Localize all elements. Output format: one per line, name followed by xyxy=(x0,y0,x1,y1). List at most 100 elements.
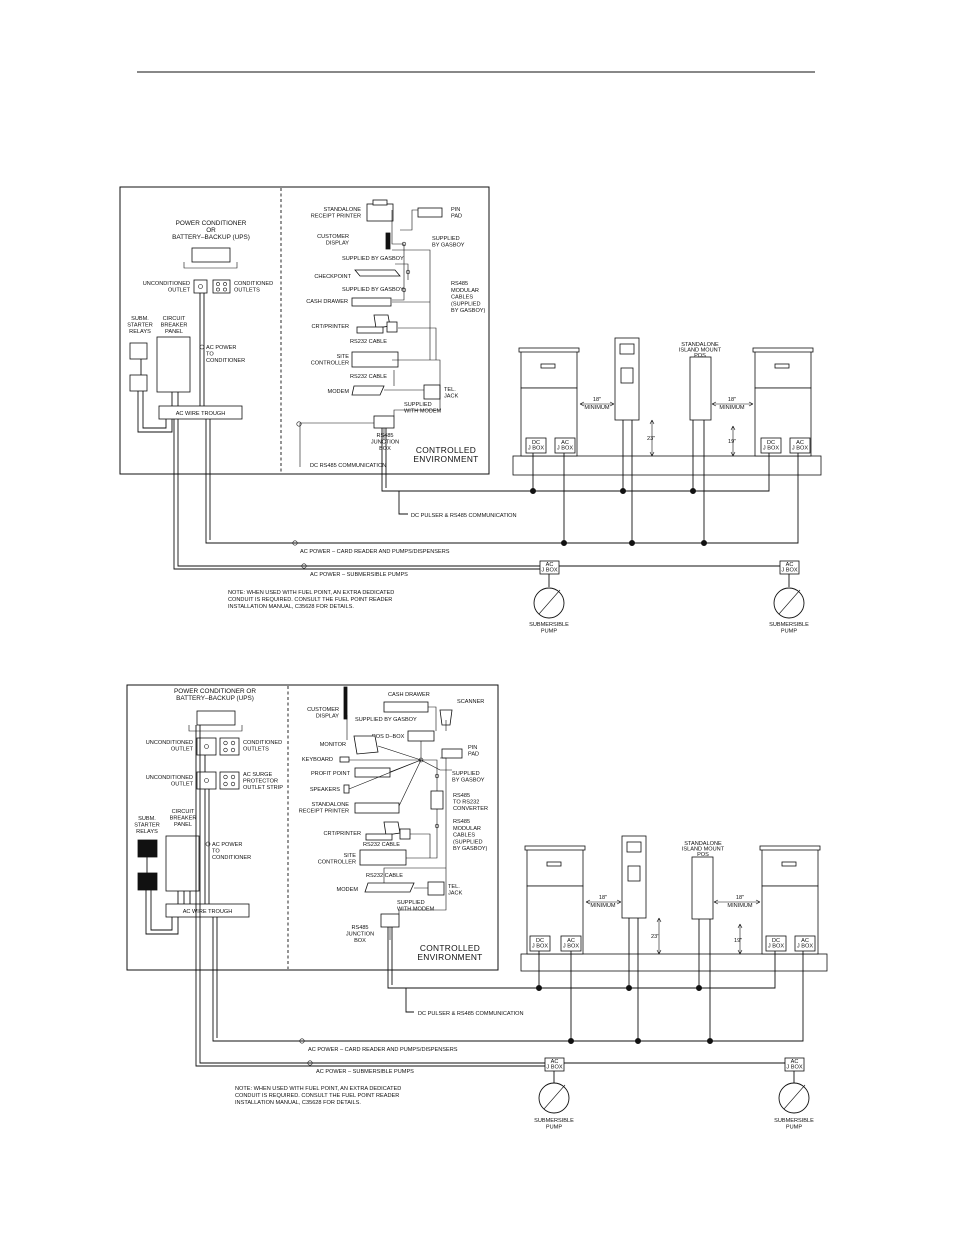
label-line: SUBMERSIBLE xyxy=(769,622,809,628)
label-supplied-by-gasboy-1: SUPPLIED BY GASBOY xyxy=(355,717,417,723)
dc-conduit xyxy=(387,918,776,989)
label-line: PANEL xyxy=(174,822,192,828)
label-18-minimum-left: 18"MINIMUM xyxy=(590,895,616,909)
label-line: 18" xyxy=(736,895,744,901)
unconditioned-outlet xyxy=(193,279,208,294)
label-line: BREAKER xyxy=(161,323,188,329)
label-line: POWER CONDITIONER OR xyxy=(174,688,256,695)
label-line: MINIMUM xyxy=(719,405,745,411)
profit-point-icon xyxy=(354,767,391,778)
pump-leads xyxy=(548,574,790,587)
cash-drawer-icon xyxy=(351,297,392,307)
circuit-breaker-panel xyxy=(156,336,191,393)
note-fuel-point: NOTE: WHEN USED WITH FUEL POINT, AN EXTR… xyxy=(228,590,394,610)
label-cash-drawer: CASH DRAWER xyxy=(388,692,430,698)
outlet-socket xyxy=(223,747,228,753)
label-line: PUMP xyxy=(781,629,797,635)
label-line: J BOX xyxy=(546,1065,562,1071)
scanner-icon xyxy=(439,709,453,726)
label-line: PUMP xyxy=(541,629,557,635)
label-line: JACK xyxy=(444,394,459,400)
label-line: PAD xyxy=(468,752,479,758)
ac-wiring xyxy=(137,293,205,433)
submersible-pump-right xyxy=(773,587,805,619)
label-line: BY GASBOY xyxy=(432,243,465,249)
pin-pad-icon xyxy=(441,748,463,759)
label-line: STARTER xyxy=(134,823,160,829)
label-line: CUSTOMER xyxy=(317,234,349,240)
label-checkpoint: CHECKPOINT xyxy=(314,274,351,280)
label-line: BOX xyxy=(379,446,391,452)
label-line: PIN xyxy=(468,745,477,751)
label-line: CIRCUIT xyxy=(163,316,186,322)
label-line: AC POWER xyxy=(206,345,236,351)
pump-slash xyxy=(778,589,801,615)
cable-junction xyxy=(401,287,407,293)
label-ac-wire-trough: AC WIRE TROUGH xyxy=(183,909,233,915)
conduit-marker xyxy=(205,841,211,847)
label-line: J BOX xyxy=(563,944,579,950)
controlled-environment-frame xyxy=(126,684,499,971)
label-line: MINIMUM xyxy=(727,903,753,909)
label-line: AC xyxy=(551,1059,559,1065)
printer-icon xyxy=(386,321,398,333)
label-ac-power-card-reader: AC POWER – CARD READER AND PUMPS/DISPENS… xyxy=(300,549,450,555)
label-line: CONDUIT IS REQUIRED. CONSULT THE FUEL PO… xyxy=(235,1093,399,1099)
dispenser-top-left xyxy=(518,347,580,353)
fuel-island xyxy=(520,953,828,972)
label-line: BREAKER xyxy=(170,816,197,822)
starter-relay xyxy=(129,342,148,360)
monitor-icon xyxy=(353,735,379,755)
printer-icon xyxy=(399,828,411,840)
cable-junction xyxy=(434,773,440,779)
submersible-pump-left xyxy=(533,587,565,619)
modem-icon xyxy=(351,385,385,396)
label-line: J BOX xyxy=(763,446,779,452)
label-line: DC xyxy=(536,938,544,944)
dimension-arrows xyxy=(579,401,754,407)
label-line: DC xyxy=(772,938,780,944)
cash-drawer-icon xyxy=(383,701,429,713)
customer-display-icon xyxy=(343,686,348,720)
speakers-icon xyxy=(343,784,350,794)
junction-dots xyxy=(536,985,714,1045)
label-line: INSTALLATION MANUAL, C35628 FOR DETAILS. xyxy=(235,1100,361,1106)
pump-slash xyxy=(543,1084,566,1110)
power-conditioner-cable xyxy=(188,725,243,732)
ac-jbox-pump-right xyxy=(779,560,800,575)
outlet-socket xyxy=(223,781,228,787)
pin-pad-icon xyxy=(417,207,443,218)
card-reader-screen xyxy=(619,343,635,355)
label-rs232-cable-2: RS232 CABLE xyxy=(366,873,403,879)
label-line: CONDITIONER xyxy=(206,358,245,364)
label-ac-power-submersible: AC POWER – SUBMERSIBLE PUMPS xyxy=(316,1069,414,1075)
label-line: JACK xyxy=(448,891,463,897)
label-line: TO RS232 xyxy=(453,800,479,806)
ac-submersible-conduit xyxy=(195,725,785,1067)
label-tel-jack: TEL.JACK xyxy=(448,884,463,897)
label-pos-dbox: POS D–BOX xyxy=(372,734,405,740)
label-line: WITH MODEM xyxy=(397,907,435,913)
label-line: SUBM. xyxy=(138,816,156,822)
label-line: BY GASBOY xyxy=(452,778,485,784)
label-line: RECEIPT PRINTER xyxy=(311,214,361,220)
label-line: DC xyxy=(767,440,775,446)
label-dc-rs485-communication: DC RS485 COMMUNICATION xyxy=(310,463,386,469)
dispenser-display-right xyxy=(774,363,790,369)
ac-wire-trough xyxy=(158,405,243,420)
ac-junction-box-left xyxy=(554,437,576,454)
label-line: J BOX xyxy=(786,1065,802,1071)
